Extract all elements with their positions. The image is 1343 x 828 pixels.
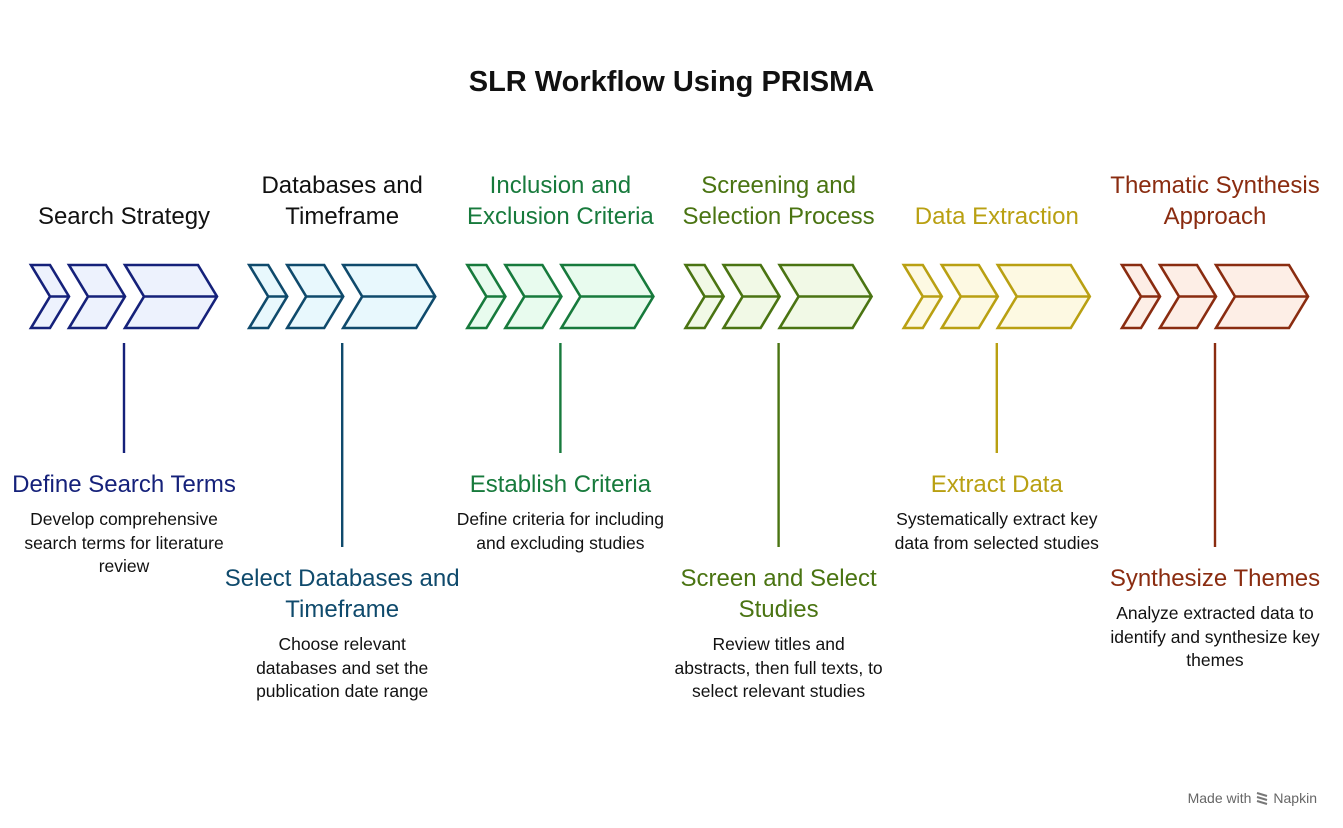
chevron-2: [284, 263, 345, 330]
step-description: Define criteria for including and exclud…: [456, 509, 664, 553]
chevron-2: [503, 263, 563, 330]
chevron-1: [28, 263, 71, 330]
chevron-group: [1119, 263, 1310, 547]
chevron-1: [901, 263, 944, 330]
made-with-label: Made with: [1187, 790, 1252, 806]
step-description: Review titles and abstracts, then full t…: [674, 634, 883, 701]
chevron-3: [777, 263, 874, 330]
chevron-group: [683, 263, 874, 547]
chevron-3: [995, 263, 1092, 330]
diagram-title: SLR Workflow Using PRISMA: [468, 66, 875, 98]
step-subtitle: Extract Data: [930, 471, 1063, 498]
step-column: Data Extraction Extract Data Systematica…: [888, 0, 1106, 553]
step-column: Search Strategy Define Search Terms Deve…: [12, 0, 236, 576]
chevron-2: [939, 263, 1000, 330]
step-subtitle: Define Search Terms: [12, 471, 236, 498]
step-description: Choose relevant databases and set the pu…: [256, 634, 429, 701]
chevron-1: [465, 263, 507, 330]
chevron-3: [340, 263, 437, 330]
step-heading: Thematic Synthesis Approach: [1110, 172, 1320, 230]
step-heading: Data Extraction: [914, 203, 1079, 230]
chevron-2: [66, 263, 127, 330]
step-subtitle: Select Databases and Timeframe: [224, 565, 460, 623]
chevron-1: [246, 263, 289, 330]
chevron-3: [1213, 263, 1310, 330]
step-heading: Inclusion and Exclusion Criteria: [467, 172, 654, 230]
chevron-1: [1119, 263, 1162, 330]
chevron-group: [28, 263, 219, 453]
step-description: Systematically extract key data from sel…: [894, 509, 1099, 553]
step-column: Thematic Synthesis Approach Synthesize T…: [1106, 0, 1324, 670]
chevron-group: [465, 263, 655, 453]
step-column: Screening and Selection Process Screen a…: [670, 0, 888, 701]
step-heading: Search Strategy: [37, 203, 211, 230]
napkin-credit: Made with Napkin: [1188, 790, 1317, 806]
step-subtitle: Establish Criteria: [469, 471, 652, 498]
chevron-2: [721, 263, 782, 330]
chevron-group: [901, 263, 1092, 453]
step-column: Inclusion and Exclusion Criteria Establi…: [451, 0, 669, 553]
napkin-logo-icon: [1257, 792, 1268, 805]
chevron-3: [122, 263, 219, 330]
step-description: Analyze extracted data to identify and s…: [1110, 603, 1320, 670]
step-subtitle: Screen and Select Studies: [680, 565, 877, 623]
step-description: Develop comprehensive search terms for l…: [24, 509, 224, 576]
step-subtitle: Synthesize Themes: [1109, 565, 1321, 592]
chevron-1: [683, 263, 726, 330]
step-column: Databases and Timeframe Select Databases…: [225, 0, 460, 701]
napkin-brand: Napkin: [1273, 790, 1317, 806]
step-heading: Screening and Selection Process: [682, 172, 875, 230]
chevron-group: [246, 263, 437, 547]
chevron-2: [1157, 263, 1218, 330]
step-heading: Databases and Timeframe: [261, 172, 423, 230]
chevron-3: [559, 263, 655, 330]
